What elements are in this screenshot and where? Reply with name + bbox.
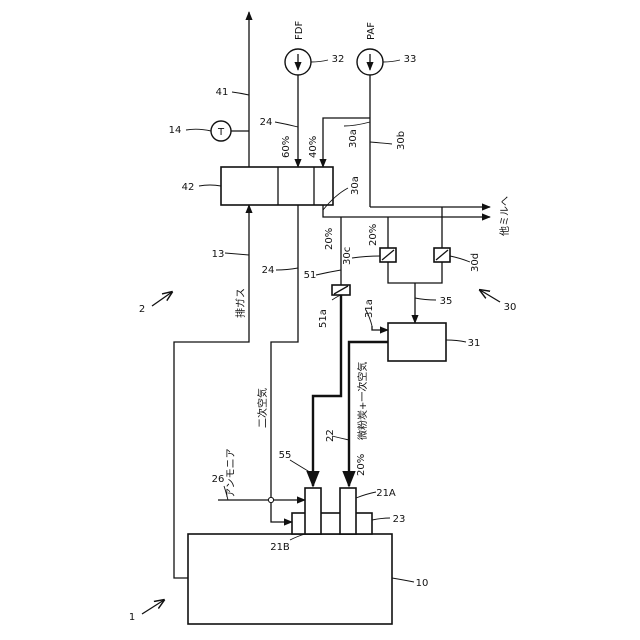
label-42: 42 bbox=[182, 182, 195, 193]
label-30d: 30d bbox=[470, 253, 481, 272]
label-30: 30 bbox=[504, 302, 517, 313]
furnace-box bbox=[188, 534, 392, 624]
label-ammonia: アンモニア bbox=[226, 448, 237, 498]
label-24-top: 24 bbox=[260, 117, 273, 128]
sys-2-arrow bbox=[152, 292, 172, 306]
burner-21b bbox=[305, 488, 321, 534]
sys-30-arrow bbox=[480, 290, 500, 302]
label-31: 31 bbox=[468, 338, 481, 349]
label-51: 51 bbox=[304, 270, 317, 281]
lead-24-mid bbox=[276, 268, 298, 270]
label-30b: 30b bbox=[396, 131, 407, 150]
label-22: 22 bbox=[325, 429, 336, 442]
label-55: 55 bbox=[279, 450, 292, 461]
lead-24-top bbox=[275, 122, 298, 127]
label-other-mills: 他ミルへ bbox=[498, 196, 511, 236]
label-exhaust: 排ガス bbox=[234, 288, 247, 318]
lead-31 bbox=[446, 340, 466, 342]
label-20pct-c: 20% bbox=[356, 454, 367, 476]
label-30a-top: 30a bbox=[348, 129, 359, 148]
label-32: 32 bbox=[332, 54, 345, 65]
label-30a-mid: 30a bbox=[350, 176, 361, 195]
label-33: 33 bbox=[404, 54, 417, 65]
mill-box bbox=[388, 323, 446, 361]
coal-feed-31a bbox=[372, 326, 388, 330]
label-fdf: FDF bbox=[294, 21, 305, 40]
label-24-mid: 24 bbox=[262, 265, 275, 276]
label-1: 1 bbox=[129, 612, 135, 623]
label-30c: 30c bbox=[342, 247, 353, 265]
ammonia-junction bbox=[268, 497, 273, 502]
lead-41 bbox=[232, 92, 249, 95]
label-35: 35 bbox=[440, 296, 453, 307]
lead-55 bbox=[290, 460, 313, 474]
lead-32 bbox=[311, 60, 328, 62]
lead-14 bbox=[186, 129, 211, 131]
lead-51 bbox=[316, 270, 341, 275]
paf-branch-30a bbox=[323, 118, 370, 167]
label-31a: 31a bbox=[364, 299, 375, 318]
label-51a: 51a bbox=[318, 309, 329, 328]
lead-23 bbox=[372, 518, 390, 520]
sys-1-arrow bbox=[142, 600, 164, 614]
label-20pct-a: 20% bbox=[324, 228, 335, 250]
label-40pct: 40% bbox=[308, 136, 319, 158]
lead-30d bbox=[450, 256, 470, 262]
burner-21a bbox=[340, 488, 356, 534]
label-10: 10 bbox=[416, 578, 429, 589]
exhaust-line bbox=[174, 205, 249, 578]
label-T: T bbox=[217, 127, 225, 138]
lead-30b bbox=[370, 142, 392, 144]
secondary-air-line-24 bbox=[271, 205, 298, 522]
label-23: 23 bbox=[393, 514, 406, 525]
label-26: 26 bbox=[212, 474, 225, 485]
lead-35 bbox=[415, 298, 436, 300]
label-paf: PAF bbox=[366, 22, 377, 40]
label-2: 2 bbox=[139, 304, 145, 315]
label-60pct: 60% bbox=[281, 136, 292, 158]
label-41: 41 bbox=[216, 87, 229, 98]
lead-10 bbox=[392, 578, 414, 582]
mixed-air-line-35 bbox=[388, 262, 442, 283]
lead-42 bbox=[199, 185, 221, 186]
label-21b: 21B bbox=[270, 542, 290, 553]
burner-wall-box bbox=[292, 513, 372, 534]
lead-30a-top bbox=[344, 122, 370, 126]
label-secondary-air: 二次空気 bbox=[256, 388, 269, 428]
label-21a: 21A bbox=[376, 488, 396, 499]
lead-30c bbox=[352, 256, 380, 258]
lead-33 bbox=[383, 60, 400, 62]
label-14: 14 bbox=[169, 125, 182, 136]
lead-21a bbox=[356, 492, 376, 498]
air-heater-box bbox=[221, 167, 333, 205]
label-20pct-b: 20% bbox=[368, 224, 379, 246]
lead-13 bbox=[225, 253, 249, 255]
label-13: 13 bbox=[212, 249, 225, 260]
label-coal-air: 微粉炭+一次空気 bbox=[356, 362, 369, 440]
